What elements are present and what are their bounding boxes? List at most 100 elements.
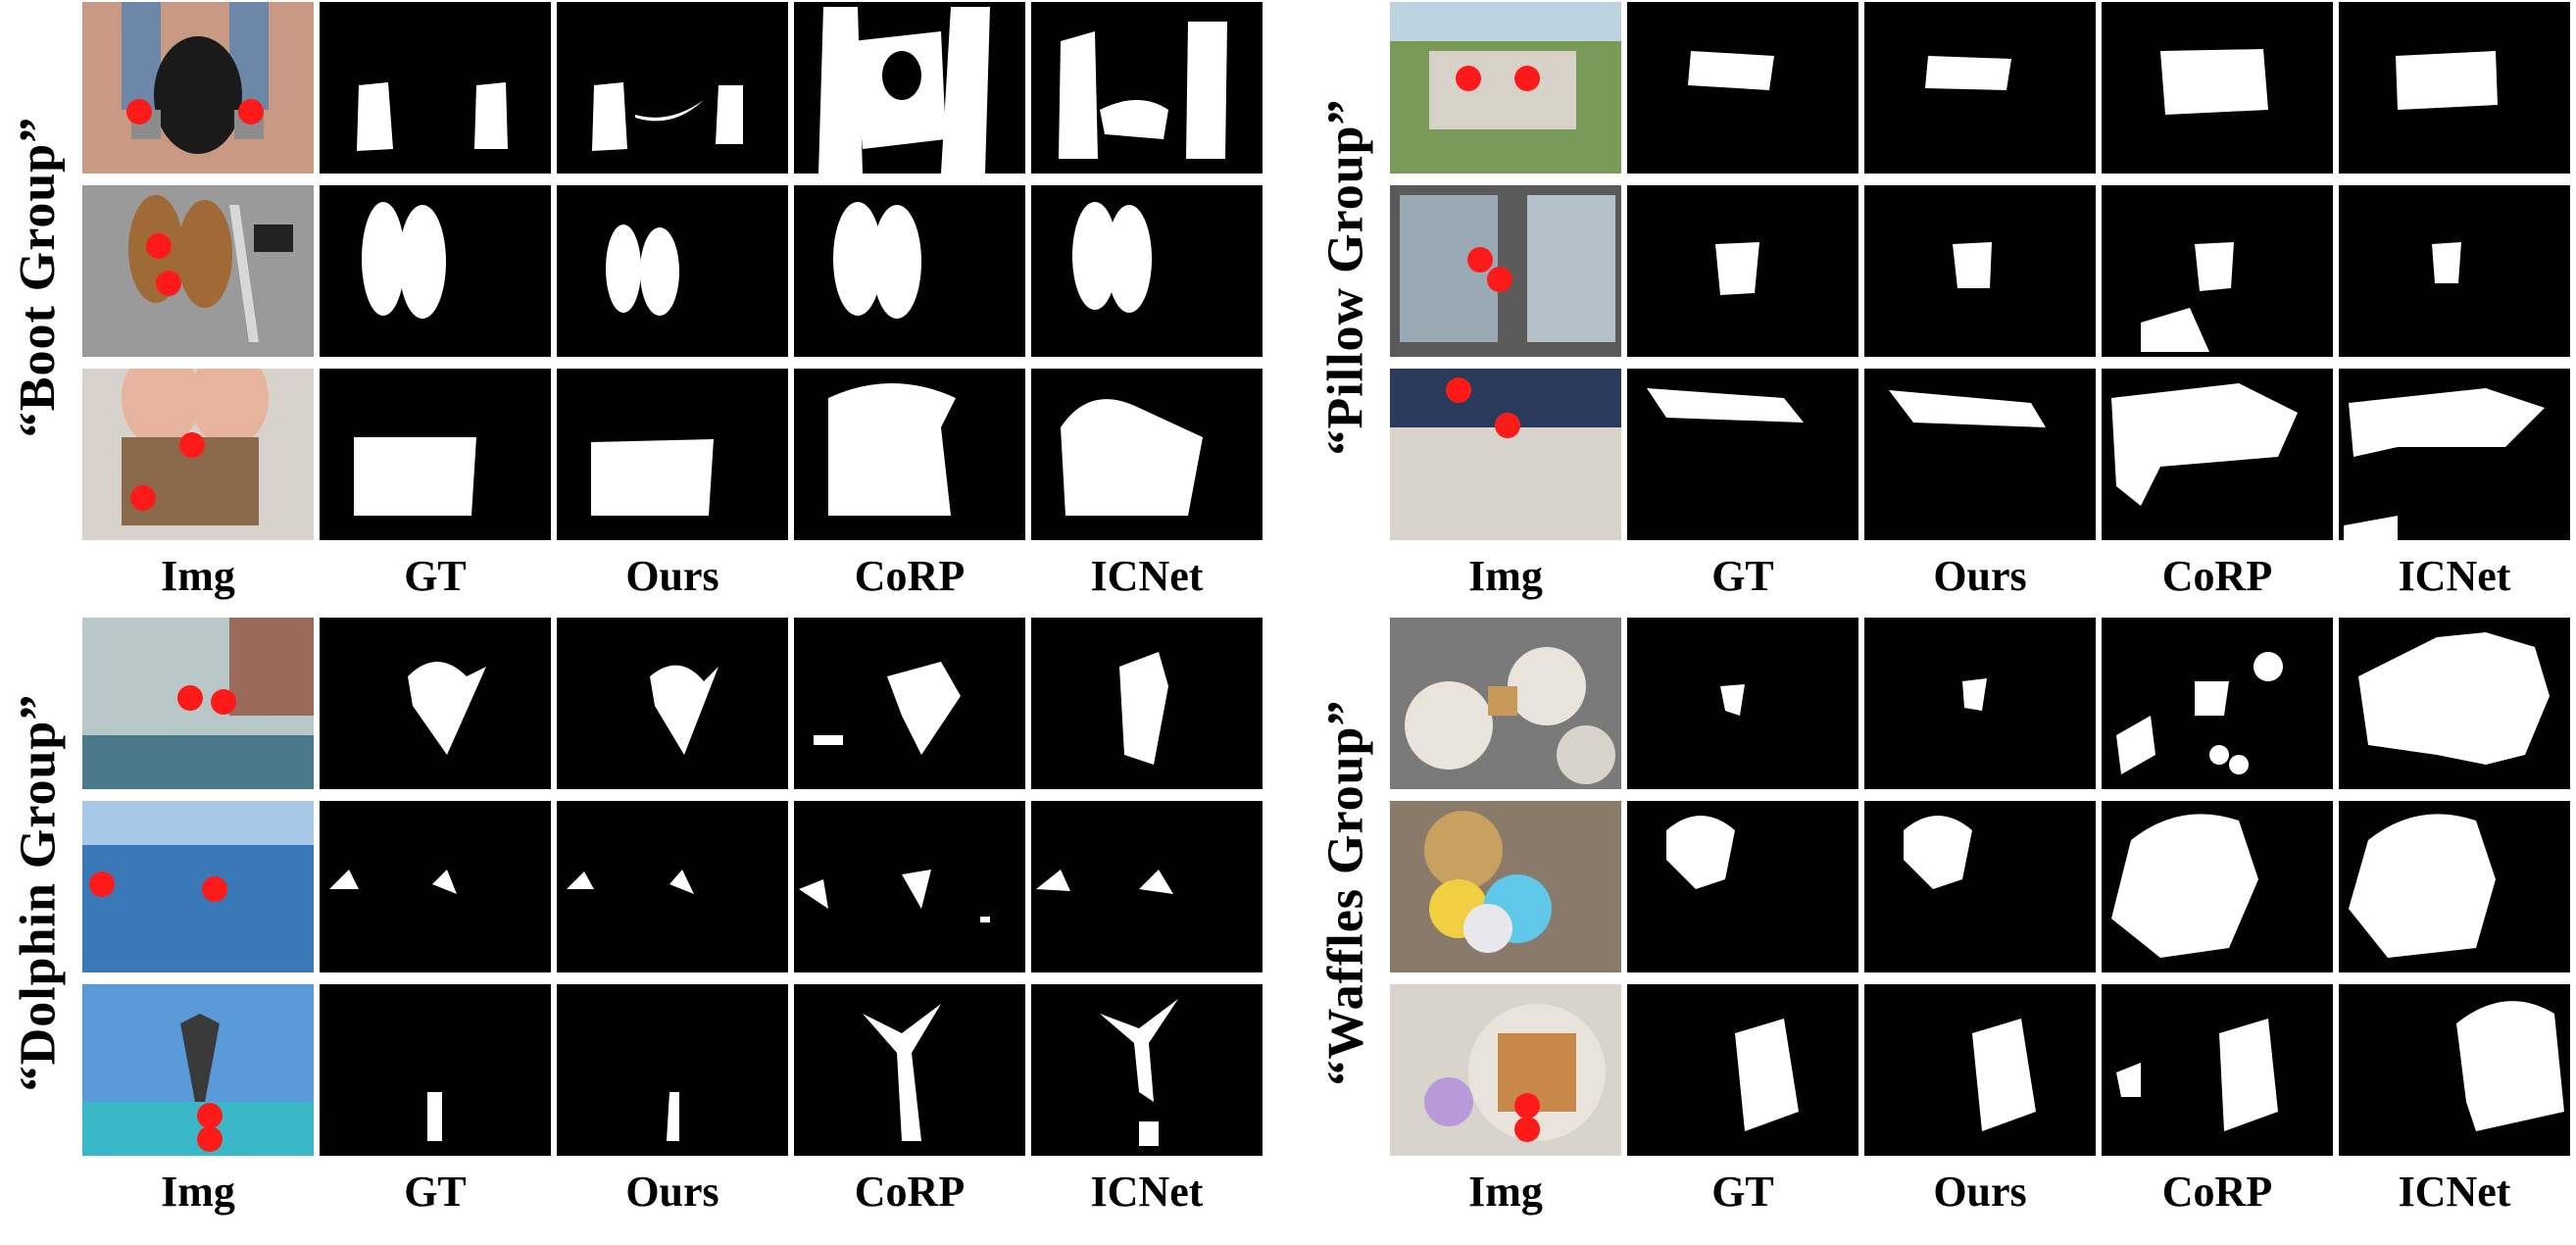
- click-point: [156, 271, 181, 296]
- mask-corp: [794, 618, 1025, 789]
- click-point: [1514, 66, 1540, 91]
- mask-icnet: [1031, 2, 1263, 174]
- col-label-img: Img: [1468, 1168, 1543, 1216]
- mask-icnet: [1031, 984, 1263, 1156]
- mask-gt: [320, 618, 551, 789]
- mask-ours: [1864, 984, 2096, 1156]
- col-label-icnet: ICNet: [2398, 552, 2511, 600]
- mask-icnet: [1031, 185, 1263, 357]
- mask-ours: [557, 2, 788, 174]
- group-label-pillow: “Pillow Group”: [1317, 97, 1374, 456]
- click-point: [1487, 267, 1512, 292]
- click-point: [211, 689, 236, 715]
- img-boot-dog: [82, 2, 314, 174]
- mask-gt: [320, 369, 551, 540]
- col-label-img: Img: [161, 1168, 235, 1216]
- mask-gt: [320, 801, 551, 972]
- img-dolphin-sea: [82, 801, 314, 972]
- mask-ours: [557, 618, 788, 789]
- img-pillow-desk: [1390, 369, 1621, 540]
- click-point: [197, 1103, 223, 1128]
- click-point: [1514, 1117, 1540, 1142]
- col-label-img: Img: [161, 552, 235, 600]
- col-label-icnet: ICNet: [1090, 552, 1204, 600]
- mask-ours: [1864, 618, 2096, 789]
- col-label-icnet: ICNet: [1090, 1168, 1204, 1216]
- col-label-gt: GT: [1711, 552, 1774, 600]
- mask-corp: [794, 801, 1025, 972]
- img-dolphin-show: [82, 618, 314, 789]
- mask-gt: [1627, 801, 1858, 972]
- mask-icnet: [2339, 2, 2570, 174]
- panel-boot-group: “Boot Group” Img GT Ours CoRP ICNet: [4, 2, 1278, 620]
- img-waffles-table: [1390, 618, 1621, 789]
- col-label-corp: CoRP: [854, 1168, 966, 1216]
- mask-gt: [320, 185, 551, 357]
- mask-ours: [557, 185, 788, 357]
- col-label-ours: Ours: [1933, 552, 2027, 600]
- col-label-ours: Ours: [625, 552, 719, 600]
- mask-corp: [2102, 369, 2333, 540]
- mask-icnet: [2339, 185, 2570, 357]
- panel-waffles-group: “Waffles Group” Img GT Ours CoRP ICNet: [1312, 618, 2576, 1235]
- img-waffles-plate: [1390, 984, 1621, 1156]
- mask-gt: [320, 984, 551, 1156]
- click-point: [202, 876, 227, 902]
- img-dolphin-jump: [82, 984, 314, 1156]
- mask-icnet: [1031, 618, 1263, 789]
- panel-pillow-group: “Pillow Group” Img GT Ours CoRP ICNet: [1312, 2, 2576, 620]
- img-pillow-window: [1390, 185, 1621, 357]
- click-point: [89, 872, 115, 897]
- col-label-img: Img: [1468, 552, 1543, 600]
- mask-icnet: [1031, 369, 1263, 540]
- click-point: [238, 99, 264, 124]
- mask-gt: [1627, 185, 1858, 357]
- click-point: [1456, 66, 1481, 91]
- mask-corp: [2102, 185, 2333, 357]
- mask-ours: [1864, 185, 2096, 357]
- col-label-corp: CoRP: [2161, 552, 2273, 600]
- col-label-icnet: ICNet: [2398, 1168, 2511, 1216]
- mask-ours: [557, 984, 788, 1156]
- mask-corp: [794, 2, 1025, 174]
- mask-ours: [1864, 369, 2096, 540]
- mask-ours: [1864, 801, 2096, 972]
- mask-corp: [2102, 984, 2333, 1156]
- col-label-ours: Ours: [1933, 1168, 2027, 1216]
- mask-gt: [1627, 2, 1858, 174]
- group-label-boot: “Boot Group”: [10, 116, 67, 437]
- click-point: [126, 99, 152, 124]
- img-pillow-sofa: [1390, 2, 1621, 174]
- mask-gt: [320, 2, 551, 174]
- mask-ours: [1864, 2, 2096, 174]
- mask-icnet: [2339, 369, 2570, 540]
- mask-icnet: [2339, 618, 2570, 789]
- group-label-dolphin: “Dolphin Group”: [10, 693, 67, 1091]
- click-point: [1467, 247, 1493, 273]
- img-waffles-icecream: [1390, 801, 1621, 972]
- col-label-gt: GT: [404, 552, 467, 600]
- click-point: [179, 432, 205, 458]
- mask-ours: [557, 369, 788, 540]
- mask-corp: [794, 369, 1025, 540]
- click-point: [1446, 377, 1471, 403]
- mask-corp: [2102, 2, 2333, 174]
- mask-icnet: [2339, 801, 2570, 972]
- img-boot-knees: [82, 369, 314, 540]
- mask-corp: [2102, 618, 2333, 789]
- mask-corp: [2102, 801, 2333, 972]
- mask-icnet: [2339, 984, 2570, 1156]
- col-label-gt: GT: [404, 1168, 467, 1216]
- click-point: [130, 485, 156, 511]
- col-label-corp: CoRP: [2161, 1168, 2273, 1216]
- mask-icnet: [1031, 801, 1263, 972]
- group-label-waffles: “Waffles Group”: [1317, 699, 1374, 1085]
- mask-corp: [794, 984, 1025, 1156]
- click-point: [146, 233, 172, 259]
- panel-dolphin-group: “Dolphin Group” Img GT Ours CoRP ICNet: [4, 618, 1278, 1235]
- click-point: [1495, 413, 1520, 438]
- col-label-ours: Ours: [625, 1168, 719, 1216]
- mask-gt: [1627, 369, 1858, 540]
- img-boot-shoes: [82, 185, 314, 357]
- col-label-corp: CoRP: [854, 552, 966, 600]
